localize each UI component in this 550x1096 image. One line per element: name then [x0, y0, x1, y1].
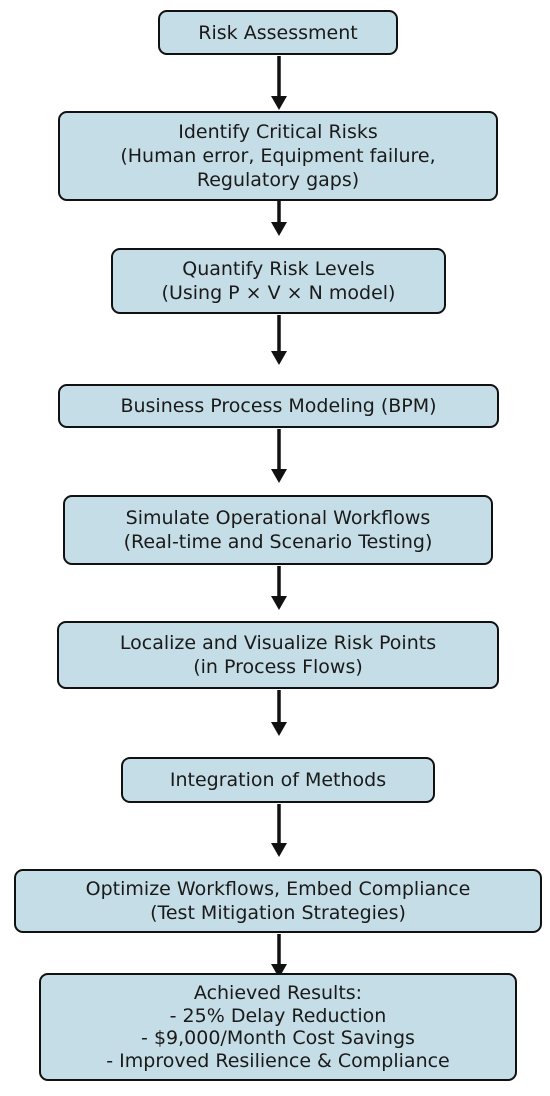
node-label-line: Achieved Results: [193, 982, 363, 1004]
arrow-5 [271, 566, 287, 610]
node-optimize-workflows: Optimize Workflows, Embed Compliance (Te… [14, 869, 542, 933]
node-label-line: Simulate Operational Workflows [125, 507, 431, 529]
node-quantify-risk-levels: Quantify Risk Levels (Using P × V × N mo… [111, 248, 446, 314]
node-label-line: Quantify Risk Levels [182, 258, 375, 280]
node-label-line: Regulatory gaps) [196, 169, 360, 191]
node-label-line: (Real-time and Scenario Testing) [123, 531, 433, 553]
node-integration-of-methods: Integration of Methods [121, 757, 435, 803]
node-risk-assessment: Risk Assessment [158, 10, 398, 55]
node-label-line: (in Process Flows) [193, 656, 363, 678]
arrow-7 [271, 804, 287, 857]
arrow-4 [271, 429, 287, 483]
node-label-line: Integration of Methods [169, 769, 387, 791]
node-label-line: Risk Assessment [198, 21, 358, 44]
node-localize-visualize-risk-points: Localize and Visualize Risk Points (in P… [57, 621, 499, 689]
node-label-line: (Test Mitigation Strategies) [150, 902, 406, 924]
node-label-line: Optimize Workflows, Embed Compliance [85, 878, 471, 900]
arrow-2 [271, 201, 287, 236]
arrow-3 [271, 315, 287, 365]
node-label-line: - $9,000/Month Cost Savings [141, 1027, 415, 1049]
arrow-1 [271, 56, 287, 110]
arrow-8 [271, 934, 287, 978]
node-simulate-operational-workflows: Simulate Operational Workflows (Real-tim… [63, 495, 493, 565]
node-achieved-results: Achieved Results: - 25% Delay Reduction … [39, 973, 517, 1081]
node-label-line: (Using P × V × N model) [161, 282, 396, 304]
arrow-6 [271, 690, 287, 736]
node-label-line: (Human error, Equipment failure, [120, 145, 436, 167]
node-label-line: - Improved Resilience & Compliance [106, 1049, 450, 1072]
node-identify-critical-risks: Identify Critical Risks (Human error, Eq… [58, 111, 498, 201]
node-label-line: - 25% Delay Reduction [169, 1004, 387, 1027]
node-label-line: Localize and Visualize Risk Points [119, 632, 437, 654]
node-business-process-modeling: Business Process Modeling (BPM) [58, 384, 499, 428]
node-label-line: Business Process Modeling (BPM) [120, 395, 437, 417]
node-label-line: Identify Critical Risks [178, 121, 378, 143]
